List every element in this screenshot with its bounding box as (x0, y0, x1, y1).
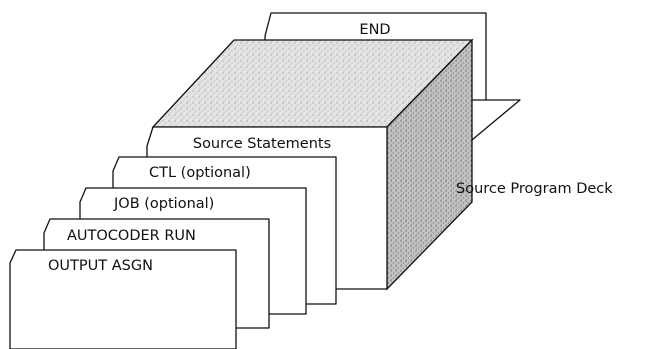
source-statements-label: Source Statements (193, 136, 331, 152)
output-asgn-label: OUTPUT ASGN (48, 258, 153, 274)
job-card-label: JOB (optional) (113, 196, 214, 212)
source-program-deck-label: Source Program Deck (456, 181, 613, 197)
output-asgn-card (9, 249, 237, 349)
end-card-label: END (359, 22, 390, 38)
ctl-card-label: CTL (optional) (149, 165, 251, 181)
autocoder-run-label: AUTOCODER RUN (67, 228, 196, 244)
